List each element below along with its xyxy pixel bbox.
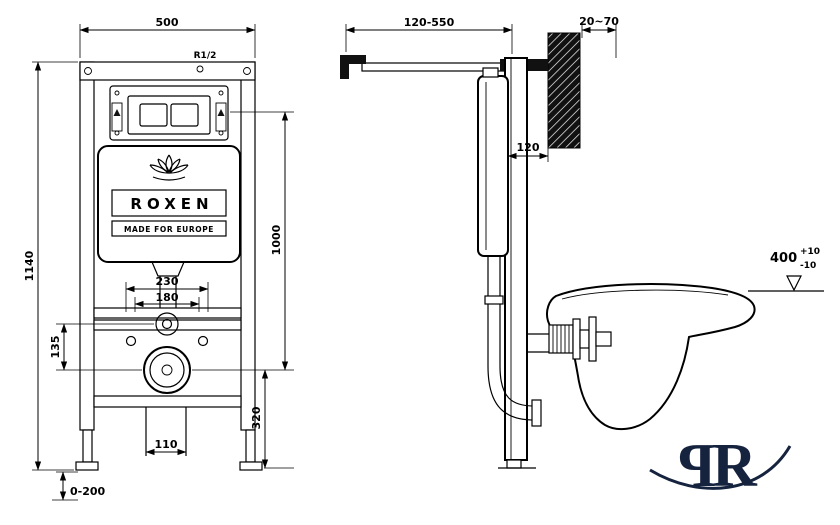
connector-stub [595,331,612,347]
bottom-cross-member [93,395,242,408]
dimension-230: 230 [125,275,209,312]
drain-outlet [143,346,191,394]
dimension-bowl-height: 400 +10 -10 [748,247,824,292]
svg-text:180: 180 [156,291,179,304]
connector-flange [572,318,581,360]
water-supply-connection-inner [161,318,173,330]
fill-valve-cap [482,67,499,78]
drain-outlet-inner [149,352,185,388]
wall-section [547,32,581,149]
dimension-320: 320 [250,369,294,469]
dimension-1000: 1000 [192,111,294,371]
flush-button-large [170,103,199,127]
frame-top-bar [79,61,256,81]
frame-left-rail [79,61,95,431]
wall-bracket [340,55,366,79]
warning-triangle-icon [217,109,225,116]
dimension-width-500: 500 [79,16,256,58]
level-mark-icon [786,275,802,292]
fixing-hole-icon [125,335,137,347]
drain-connector [527,316,612,362]
corner-bolt-icon [84,67,92,75]
svg-text:0-200: 0-200 [70,485,106,498]
connector-flange [588,316,597,362]
flush-pipe [484,256,542,427]
dimension-leg-adjust: 0-200 [52,471,106,501]
brand-name: ROXEN [130,195,213,213]
svg-text:110: 110 [155,438,178,451]
tagline-box [111,220,227,237]
right-leg [245,429,256,463]
svg-text:500: 500 [156,16,179,29]
cistern-side [477,67,509,257]
logo-letter-left: P [678,432,716,500]
brand-tagline: MADE FOR EUROPE [124,225,214,234]
flush-button-small [139,103,168,127]
svg-text:230: 230 [156,275,179,288]
plate-marking-icon [215,102,227,132]
water-inlet-thread-icon [196,65,204,73]
side-view: 120-550 20~70 120 400 +10 -10 [340,15,824,469]
svg-text:1000: 1000 [270,224,283,255]
cistern-outlet-neck [151,261,185,277]
svg-text:120-550: 120-550 [404,16,455,29]
dimension-110: 110 [145,438,187,456]
plate-marking-icon [111,102,123,132]
brand-logo: P R [649,432,792,500]
pipe-coupling [484,295,504,305]
connector-mid [579,329,590,349]
dimension-height-1140: 1140 [23,61,78,471]
dimension-thread: R1/2 [194,51,217,61]
cistern-front: ROXEN MADE FOR EUROPE [97,145,241,308]
frame-right-rail [240,61,256,431]
svg-text:1140: 1140 [23,250,36,281]
elbow-flange [531,399,542,427]
corner-bolt-icon [243,67,251,75]
svg-text:320: 320 [250,406,263,429]
dimension-depth-range: 120-550 [345,16,513,54]
svg-text:20~70: 20~70 [579,15,619,28]
flush-actuator-plate [109,85,229,141]
dimension-180: 180 [134,291,200,312]
frame-foot-side [506,459,522,469]
fixing-hole-icon [197,335,209,347]
right-foot [239,461,263,471]
water-supply-connection [155,312,179,336]
svg-text:-10: -10 [800,261,816,271]
svg-text:400: 400 [770,251,797,266]
plate-inner-frame [127,95,211,135]
left-leg [82,429,93,463]
logo-swoosh [649,445,792,490]
warning-triangle-icon [113,109,121,116]
drain-outlet-hub [161,364,173,376]
svg-text:135: 135 [49,336,62,359]
dimension-135: 135 [49,323,154,371]
front-view: ROXEN MADE FOR EUROPE 500 R1/2 [23,16,294,501]
brand-box [111,189,227,217]
svg-text:+10: +10 [800,247,820,257]
dimension-top-fixing-range: 20~70 [579,15,619,58]
lotus-icon [149,154,189,181]
dimension-cistern-depth: 120 [507,141,549,162]
logo-letter-right: R [712,432,758,500]
left-foot [75,461,99,471]
svg-text:120: 120 [517,141,540,154]
